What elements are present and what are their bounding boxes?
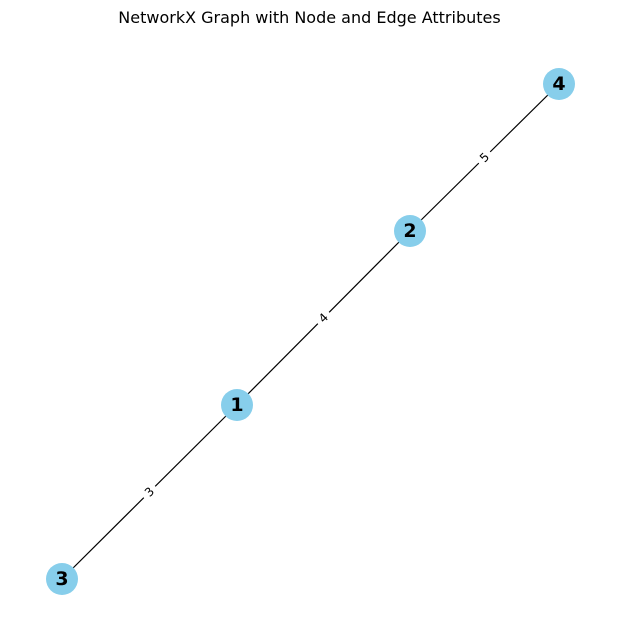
edge-label-background (473, 146, 496, 169)
node-1 (221, 389, 253, 421)
edge-label-background (138, 480, 161, 504)
node-label-4: 4 (552, 73, 565, 95)
node-2 (394, 215, 426, 247)
node-3 (46, 563, 78, 595)
node-4 (543, 68, 575, 100)
edge-label-1-3: 3 (138, 480, 161, 504)
node-label-1: 1 (230, 394, 243, 416)
node-label-3: 3 (55, 568, 68, 590)
edge-label-2-4: 5 (473, 146, 496, 169)
node-label-2: 2 (403, 220, 416, 242)
nodes-layer: 1 2 3 4 (46, 68, 575, 595)
edge-label-1-2: 4 (312, 306, 335, 330)
edge-labels-layer: 4 3 5 (138, 146, 496, 504)
edge-label-background (312, 306, 335, 330)
figure-title: NetworkX Graph with Node and Edge Attrib… (118, 8, 501, 27)
